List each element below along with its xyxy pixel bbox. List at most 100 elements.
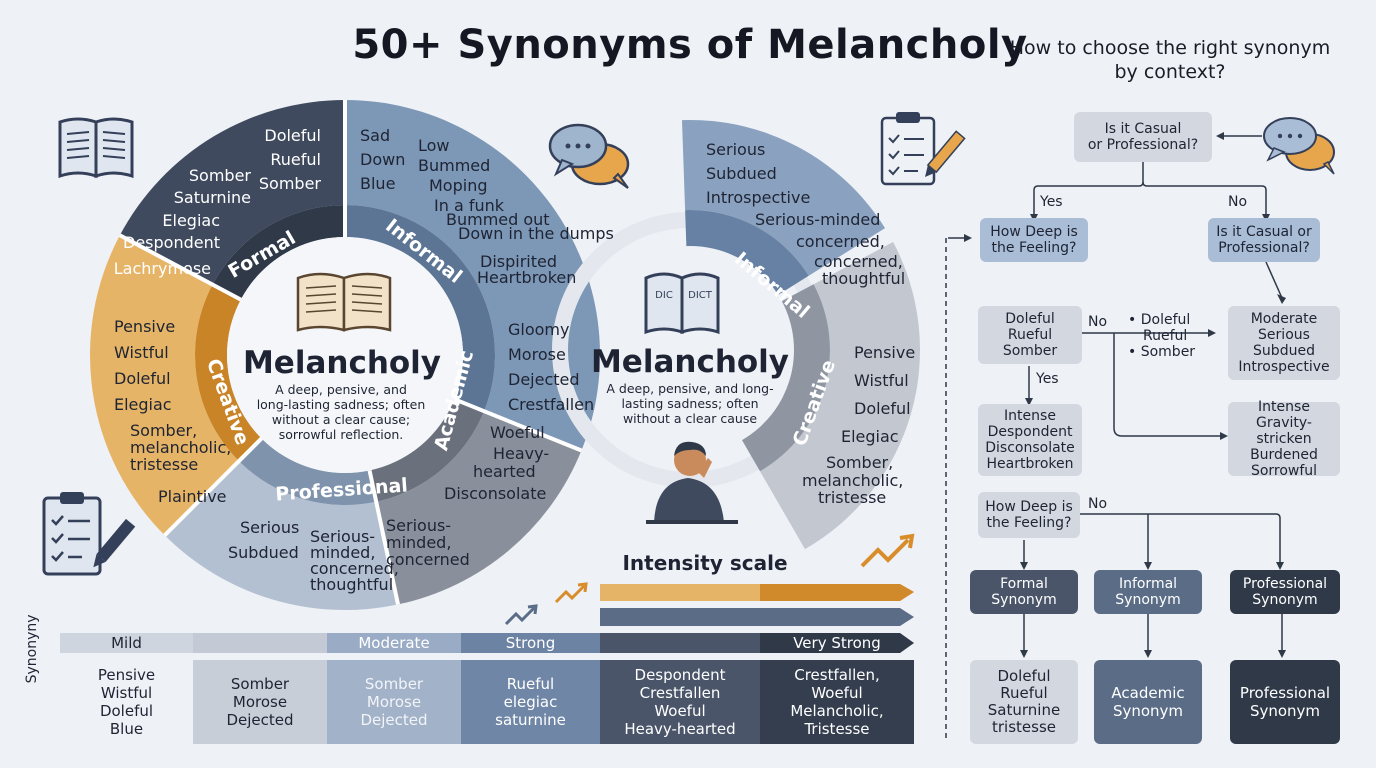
sector-divider: [367, 470, 400, 605]
sector-professional: [164, 461, 399, 610]
wheel-word: Elegiac: [162, 211, 220, 230]
left-center-desc: without a clear cause;: [272, 412, 410, 427]
thinking-person-icon: [646, 441, 738, 524]
flow-bullet-item: • Doleful: [1128, 312, 1191, 328]
wheel-word: Pensive: [854, 343, 915, 362]
wheel-word: Saturnine: [174, 188, 251, 207]
intensity-cell: Rueful elegiac saturnine: [461, 660, 600, 744]
flow-result-professional: Professional Synonym: [1230, 660, 1340, 744]
wheel-word: concerned,: [814, 252, 903, 271]
flow-result-formal: Doleful Rueful Saturnine tristesse: [970, 660, 1078, 744]
wheel-word: Down: [360, 150, 405, 169]
flow-informal-synonym: Informal Synonym: [1094, 570, 1202, 614]
wheel-word: hearted: [473, 462, 536, 481]
intensity-cell: Despondent Crestfallen Woeful Heavy-hear…: [600, 660, 760, 744]
left-wheel-center: [227, 237, 463, 473]
wheel-word: melancholic,: [802, 471, 903, 490]
wheel-word: thoughtful: [822, 269, 905, 288]
wheel-word: Low: [418, 136, 450, 155]
intensity-bars: [60, 584, 914, 653]
wheel-word: Woeful: [490, 423, 545, 442]
flow-q-casual-professional: Is it Casual or Professional?: [1074, 112, 1212, 162]
wheel-word: Lachrymose: [114, 259, 211, 278]
wheel-word: Somber: [189, 166, 252, 185]
dictionary-icon: DIC DICT: [644, 272, 720, 335]
flow-formal-synonym: Formal Synonym: [970, 570, 1078, 614]
intensity-level-very-strong: Very Strong: [793, 634, 881, 652]
wheel-word: Somber: [259, 174, 322, 193]
intensity-level-mild: Mild: [111, 634, 142, 652]
wheel-word: Somber,: [826, 453, 893, 472]
left-wheel: [89, 100, 600, 610]
wheel-word: Subdued: [706, 164, 777, 183]
sector-creative: [89, 235, 239, 536]
flow-mild-box: Doleful Rueful Somber: [978, 306, 1082, 364]
flowchart-title: How to choose the right synonym by conte…: [1009, 37, 1331, 83]
left-center-desc: long-lasting sadness; often: [257, 397, 426, 412]
clipboard-checklist-icon: [880, 112, 966, 186]
left-center-title: Melancholy: [243, 345, 441, 381]
sector-divider: [118, 233, 242, 302]
intensity-cell: Pensive Wistful Doleful Blue: [60, 660, 193, 744]
dictionary-right-label: DICT: [688, 290, 713, 301]
middle-center-desc: without a clear cause: [623, 411, 757, 426]
flow-no-label-3: No: [1088, 496, 1108, 512]
wheel-word: Despondent: [123, 233, 220, 252]
wheel-word: Doleful: [854, 399, 911, 418]
wheel-word: Rueful: [270, 150, 321, 169]
wheel-word: Serious: [240, 518, 299, 537]
wheel-word: Sad: [360, 126, 390, 145]
wheel-word: concerned: [386, 550, 470, 569]
middle-center-desc: A deep, pensive, and long-: [606, 381, 773, 396]
wheel-word: Heavy-: [493, 444, 549, 463]
middle-ring-creative: [742, 284, 830, 472]
intensity-cell: Somber Morose Dejected: [327, 660, 461, 744]
wheel-word: Heartbroken: [477, 268, 576, 287]
sector-divider: [453, 397, 583, 453]
wheel-word: Bummed: [418, 156, 490, 175]
flow-q-how-deep: How Deep is the Feeling?: [980, 218, 1088, 262]
flowchart-connectors: [945, 135, 1283, 738]
ring-academic: [369, 399, 485, 502]
wheel-word: minded,: [386, 533, 451, 552]
wheel-word: Disconsolate: [444, 484, 546, 503]
intensity-level-moderate: Moderate: [358, 634, 430, 652]
trend-arrow-icon: [860, 533, 915, 568]
wheel-word: tristesse: [818, 488, 886, 507]
sector-informal: [345, 100, 600, 451]
wheel-word: Crestfallen: [508, 395, 594, 414]
intensity-title: Intensity scale: [622, 551, 788, 575]
flow-yes-label: Yes: [1040, 194, 1063, 210]
flow-professional-synonym: Professional Synonym: [1230, 570, 1340, 614]
flow-bullet-item: Rueful: [1143, 328, 1188, 344]
flow-result-academic: Academic Synonym: [1094, 660, 1202, 744]
clipboard-checklist-icon: [42, 492, 136, 576]
wheel-word: Bummed out: [446, 210, 550, 229]
sector-formal: [119, 100, 346, 285]
page-title: 50+ Synonyms of Melancholy: [352, 22, 1028, 68]
wheel-word: Doleful: [264, 126, 321, 145]
wheel-word: Serious-minded: [755, 210, 880, 229]
flow-moderate-box: Moderate Serious Subdued Introspective: [1228, 306, 1340, 380]
ring-professional: [238, 438, 377, 505]
middle-sector-creative: [760, 242, 920, 550]
dictionary-left-label: DIC: [655, 290, 673, 301]
wheel-word: Moping: [429, 176, 488, 195]
flow-no-label-2: No: [1088, 314, 1108, 330]
wheel-word: Dejected: [508, 370, 580, 389]
wheel-word: Elegiac: [841, 427, 899, 446]
sector-divider: [163, 437, 263, 537]
wheel-word: concerned,: [796, 232, 885, 251]
wheel-word: Serious-: [310, 527, 375, 546]
left-center-desc: sorrowful reflection.: [279, 427, 404, 442]
flow-q-how-deep-2: How Deep is the Feeling?: [978, 492, 1080, 538]
wheel-word: Dispirited: [480, 252, 557, 271]
wheel-word: Elegiac: [114, 395, 172, 414]
ring-creative: [195, 284, 262, 462]
middle-center-title: Melancholy: [591, 344, 789, 380]
chat-bubbles-icon: [548, 123, 630, 189]
intensity-bar-dark-segment: [760, 584, 914, 601]
wheel-word: tristesse: [130, 455, 198, 474]
ring-formal: [212, 205, 345, 300]
